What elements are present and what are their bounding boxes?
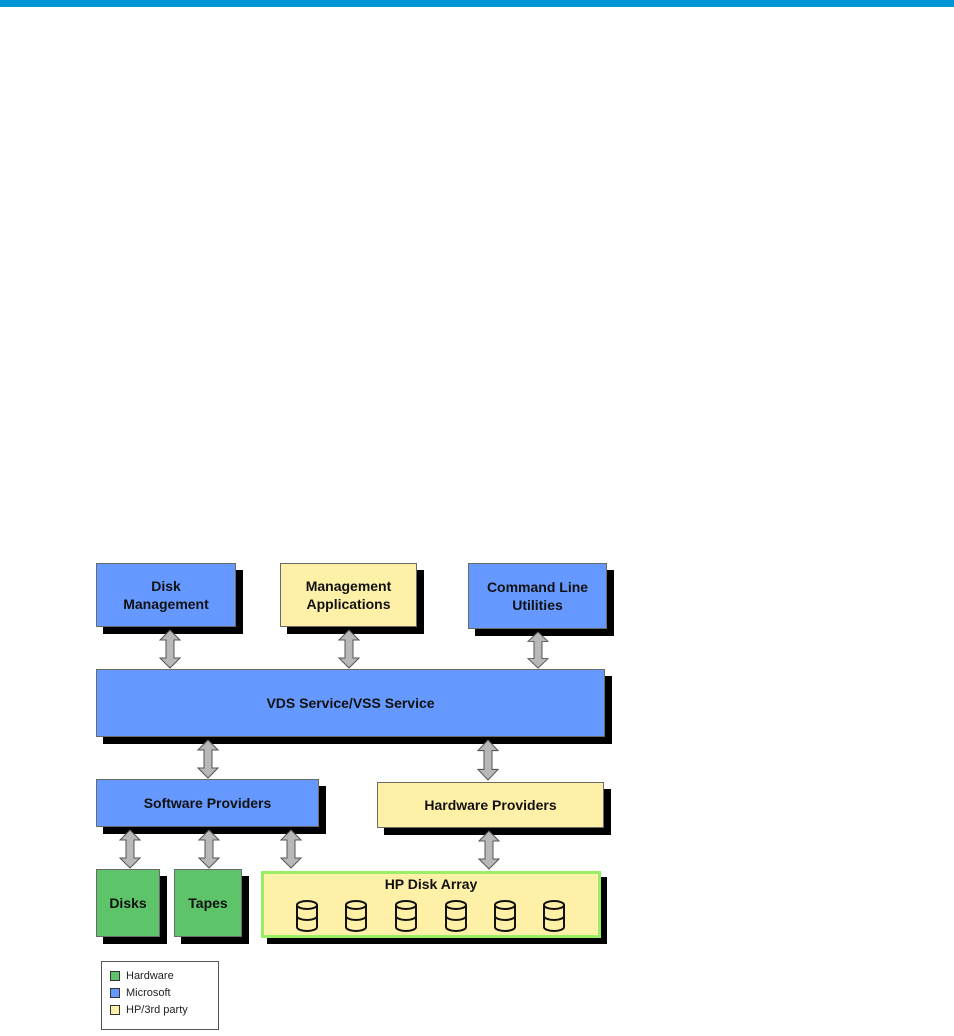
disk-cylinder-icon bbox=[494, 900, 516, 932]
legend-swatch bbox=[110, 970, 120, 981]
command-line-utilities-label: Command Line Utilities bbox=[486, 579, 589, 613]
legend-swatch bbox=[110, 1004, 120, 1015]
double-arrow-icon bbox=[527, 631, 549, 669]
double-arrow-icon bbox=[338, 629, 360, 669]
double-arrow-icon bbox=[477, 739, 499, 781]
disk-management-label: Disk Management bbox=[123, 578, 209, 612]
disk-management-box: Disk Management bbox=[96, 563, 236, 627]
double-arrow-icon bbox=[280, 829, 302, 869]
software-providers-label: Software Providers bbox=[143, 795, 272, 811]
software-providers-box: Software Providers bbox=[96, 779, 319, 827]
management-applications-box: Management Applications bbox=[280, 563, 417, 627]
command-line-utilities-box: Command Line Utilities bbox=[468, 563, 607, 629]
vds-vss-service-box: VDS Service/VSS Service bbox=[96, 669, 605, 737]
management-applications-label: Management Applications bbox=[305, 578, 392, 612]
legend-item-hardware: Hardware bbox=[110, 967, 218, 984]
hardware-providers-label: Hardware Providers bbox=[424, 797, 557, 813]
disks-label: Disks bbox=[109, 895, 147, 911]
vds-vss-service-label: VDS Service/VSS Service bbox=[266, 695, 435, 711]
legend-label: HP/3rd party bbox=[126, 1003, 188, 1016]
tapes-box: Tapes bbox=[174, 869, 242, 937]
hp-disk-array-label: HP Disk Array bbox=[384, 876, 478, 892]
disk-cylinder-icon bbox=[543, 900, 565, 932]
disks-box: Disks bbox=[96, 869, 160, 937]
hp-disk-array-box: HP Disk Array bbox=[261, 871, 601, 938]
double-arrow-icon bbox=[159, 629, 181, 669]
double-arrow-icon bbox=[197, 739, 219, 779]
legend: Hardware Microsoft HP/3rd party bbox=[101, 961, 219, 1030]
disk-cylinder-icon bbox=[395, 900, 417, 932]
double-arrow-icon bbox=[198, 829, 220, 869]
legend-item-hp-3rd-party: HP/3rd party bbox=[110, 1001, 218, 1018]
legend-label: Hardware bbox=[126, 969, 174, 982]
legend-item-microsoft: Microsoft bbox=[110, 984, 218, 1001]
disk-cylinder-icon bbox=[445, 900, 467, 932]
double-arrow-icon bbox=[119, 829, 141, 869]
legend-label: Microsoft bbox=[126, 986, 171, 999]
disk-cylinder-icon bbox=[296, 900, 318, 932]
tapes-label: Tapes bbox=[188, 895, 228, 911]
hardware-providers-box: Hardware Providers bbox=[377, 782, 604, 828]
double-arrow-icon bbox=[478, 830, 500, 870]
legend-swatch bbox=[110, 987, 120, 998]
disk-cylinder-icon bbox=[345, 900, 367, 932]
header-bar bbox=[0, 0, 954, 7]
